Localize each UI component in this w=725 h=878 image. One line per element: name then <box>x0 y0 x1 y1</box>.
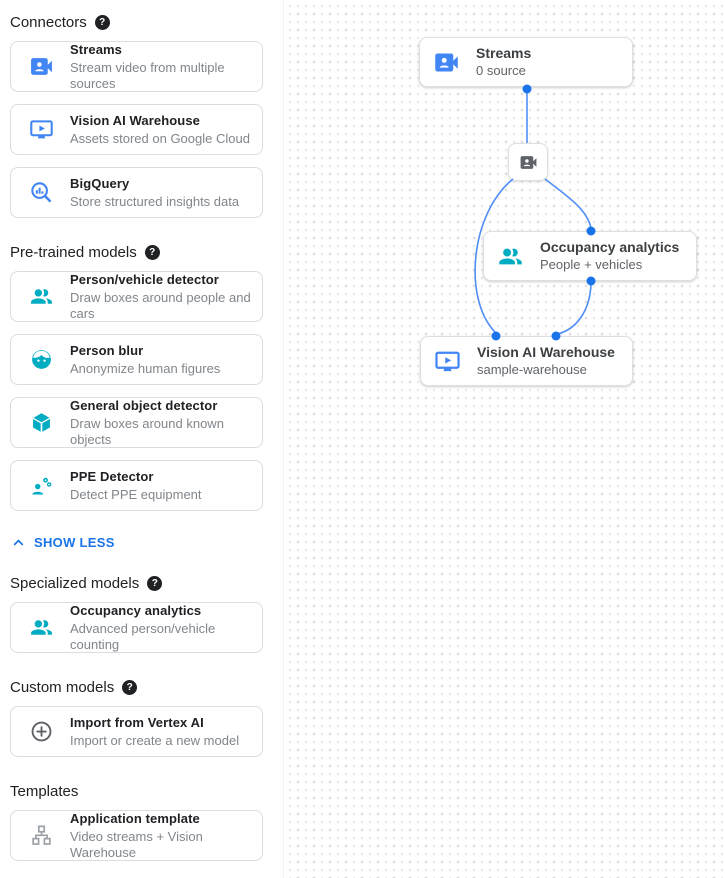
video-camera-front-icon <box>433 49 460 76</box>
section-connectors: Connectors Streams Stream video from mul… <box>10 12 283 218</box>
ppe-icon <box>28 473 54 499</box>
sidebar-card-general-object-detector[interactable]: General object detector Draw boxes aroun… <box>10 397 263 448</box>
card-title: Occupancy analytics <box>70 602 202 618</box>
card-subtitle: Detect PPE equipment <box>70 486 202 502</box>
section-custom-models: Custom models Import from Vertex AI Impo… <box>10 677 283 757</box>
card-subtitle: Advanced person/vehicle counting <box>70 620 216 652</box>
card-title: Vision AI Warehouse <box>70 112 201 128</box>
sidebar-card-person-blur[interactable]: Person blur Anonymize human figures <box>10 334 263 385</box>
group-icon <box>28 615 54 641</box>
card-title: General object detector <box>70 397 218 413</box>
section-pretrained-models: Pre-trained models Person/vehicle detect… <box>10 242 283 511</box>
section-templates: Templates Application template Video str… <box>10 781 283 861</box>
node-occupancy-analytics[interactable]: Occupancy analytics People + vehicles <box>483 231 697 281</box>
node-subtitle: People + vehicles <box>540 257 643 272</box>
section-title: Pre-trained models <box>10 243 137 261</box>
show-less-button[interactable]: SHOW LESS <box>12 535 283 550</box>
graph-edges <box>474 84 596 341</box>
card-title: Person/vehicle detector <box>70 271 219 287</box>
node-title: Occupancy analytics <box>540 239 680 255</box>
section-header-templates: Templates <box>10 781 283 801</box>
node-streams[interactable]: Streams 0 source <box>419 37 633 87</box>
card-subtitle: Store structured insights data <box>70 193 240 209</box>
show-less-label: SHOW LESS <box>34 535 115 550</box>
video-camera-front-icon <box>519 153 538 172</box>
card-subtitle: Stream video from multiple sources <box>70 59 225 91</box>
section-title: Connectors <box>10 13 87 31</box>
face-icon <box>28 347 54 373</box>
card-title: BigQuery <box>70 175 130 191</box>
sidebar-card-bigquery[interactable]: BigQuery Store structured insights data <box>10 167 263 218</box>
node-title: Vision AI Warehouse <box>477 344 615 360</box>
node-stream-source[interactable] <box>508 143 548 181</box>
section-header-specialized: Specialized models <box>10 573 283 593</box>
sidebar-card-vision-ai-warehouse[interactable]: Vision AI Warehouse Assets stored on Goo… <box>10 104 263 155</box>
schema-icon <box>28 823 54 849</box>
sidebar-card-streams[interactable]: Streams Stream video from multiple sourc… <box>10 41 263 92</box>
section-title: Custom models <box>10 678 115 696</box>
card-subtitle: Import or create a new model <box>70 732 240 748</box>
section-header-pretrained: Pre-trained models <box>10 242 283 262</box>
section-title: Templates <box>10 782 79 800</box>
edge-occupancy-to-warehouse <box>556 283 592 335</box>
help-icon[interactable] <box>144 244 160 260</box>
smart-display-icon <box>28 117 54 143</box>
video-camera-front-icon <box>28 54 54 80</box>
component-sidebar: Connectors Streams Stream video from mul… <box>0 0 284 878</box>
card-title: Streams <box>70 41 123 57</box>
section-title: Specialized models <box>10 574 140 592</box>
node-title: Streams <box>476 45 532 61</box>
smart-display-icon <box>434 348 461 375</box>
cube-icon <box>28 410 54 436</box>
sidebar-card-application-template[interactable]: Application template Video streams + Vis… <box>10 810 263 861</box>
card-title: PPE Detector <box>70 468 154 484</box>
section-header-custom: Custom models <box>10 677 283 697</box>
chevron-up-icon <box>12 536 25 549</box>
sidebar-card-ppe-detector[interactable]: PPE Detector Detect PPE equipment <box>10 460 263 511</box>
node-subtitle: sample-warehouse <box>477 362 587 377</box>
card-title: Person blur <box>70 342 144 358</box>
card-subtitle: Draw boxes around known objects <box>70 415 224 447</box>
edge-camera-to-occupancy <box>544 178 592 229</box>
bigquery-icon <box>28 180 54 206</box>
help-icon[interactable] <box>94 14 110 30</box>
card-subtitle: Assets stored on Google Cloud <box>70 130 250 146</box>
add-circle-icon <box>28 719 54 745</box>
card-title: Import from Vertex AI <box>70 714 204 730</box>
help-icon[interactable] <box>122 679 138 695</box>
card-subtitle: Anonymize human figures <box>70 360 221 376</box>
sidebar-card-import-vertex-ai[interactable]: Import from Vertex AI Import or create a… <box>10 706 263 757</box>
node-vision-ai-warehouse[interactable]: Vision AI Warehouse sample-warehouse <box>420 336 633 386</box>
group-icon <box>497 243 524 270</box>
section-specialized-models: Specialized models Occupancy analytics A… <box>10 573 283 653</box>
graph-canvas[interactable]: Streams 0 source Occupancy analytics Peo… <box>284 0 725 878</box>
help-icon[interactable] <box>147 575 163 591</box>
sidebar-card-person-vehicle-detector[interactable]: Person/vehicle detector Draw boxes aroun… <box>10 271 263 322</box>
card-subtitle: Video streams + Vision Warehouse <box>70 828 203 860</box>
group-icon <box>28 284 54 310</box>
card-subtitle: Draw boxes around people and cars <box>70 289 251 321</box>
node-subtitle: 0 source <box>476 63 526 78</box>
card-title: Application template <box>70 810 200 826</box>
section-header-connectors: Connectors <box>10 12 283 32</box>
sidebar-card-occupancy-analytics[interactable]: Occupancy analytics Advanced person/vehi… <box>10 602 263 653</box>
